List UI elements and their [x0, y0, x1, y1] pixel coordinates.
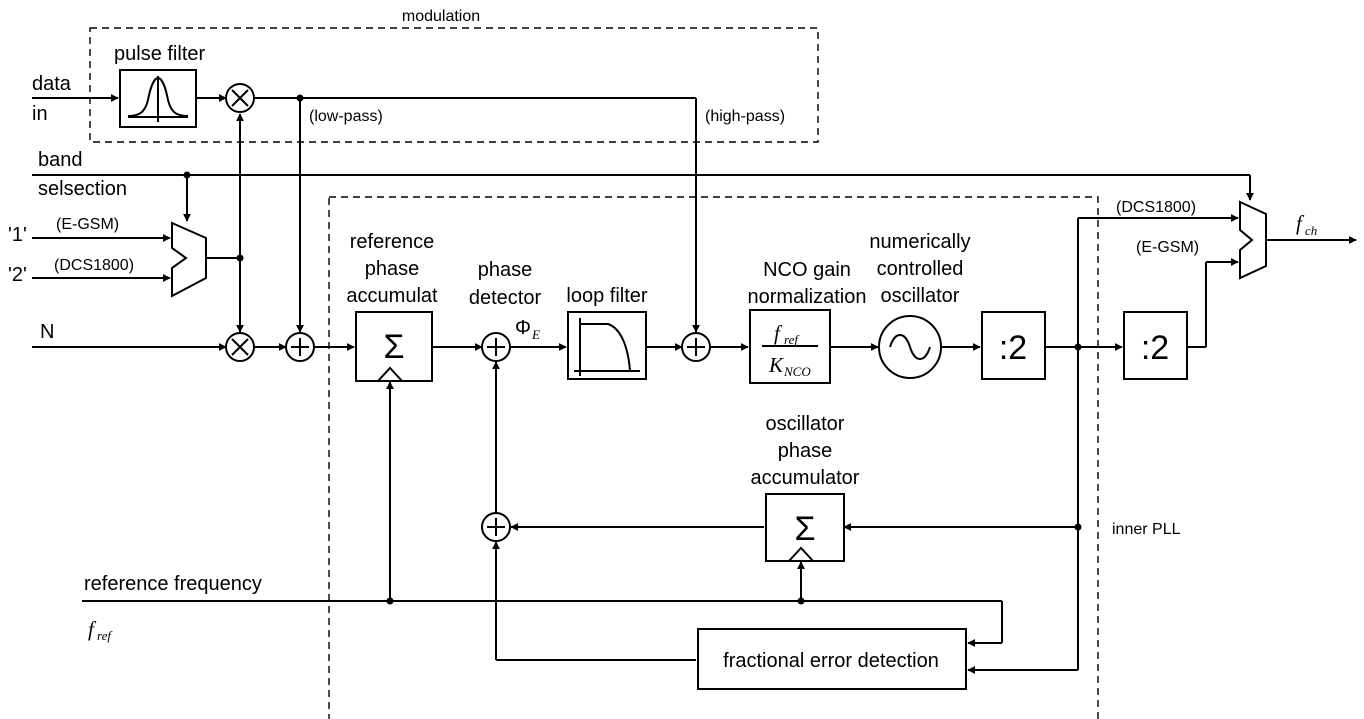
nco-gain-label: normalization: [748, 286, 867, 308]
adder-lowpass: [285, 332, 315, 362]
band-selection-label: selsection: [38, 178, 127, 200]
phi-e-subscript: E: [531, 327, 540, 342]
nco-gain-numerator: f: [774, 321, 783, 345]
reference-phase-accumulator-block: Σ: [355, 311, 433, 382]
data-label: data: [32, 73, 72, 95]
adder-feedback: [481, 512, 511, 542]
inner-pll-label: inner PLL: [1112, 521, 1181, 538]
modulation-label: modulation: [402, 8, 480, 25]
reference-phase-accumulator-label: reference: [350, 231, 435, 253]
nco-block: [878, 315, 942, 379]
output-mux: [1239, 200, 1267, 280]
sigma-symbol: Σ: [383, 328, 404, 366]
text-labels: modulation pulse filter data in (low-pas…: [8, 8, 1317, 672]
input-2-label: '2': [8, 264, 27, 286]
fractional-error-detection-label: fractional error detection: [723, 650, 939, 672]
loop-filter-block: [567, 311, 647, 380]
input-1-label: '1': [8, 224, 27, 246]
divider-block-2: [1123, 311, 1188, 380]
nco-gain-numerator-sub: ref: [784, 332, 800, 347]
oscillator-phase-accumulator-label: oscillator: [766, 413, 845, 435]
reference-frequency-label: reference frequency: [84, 573, 262, 595]
oscillator-phase-accumulator-label: accumulator: [751, 467, 860, 489]
low-pass-label: (low-pass): [309, 108, 383, 125]
band-select-mux: [171, 221, 207, 298]
in-label: in: [32, 103, 48, 125]
band-label: band: [38, 149, 83, 171]
phi-e-symbol: Φ: [515, 317, 531, 339]
nco-label: numerically: [869, 231, 970, 253]
nco-gain-denominator: K: [768, 353, 784, 377]
nco-gain-label: NCO gain: [763, 259, 851, 281]
modulation-region: [89, 27, 819, 143]
nco-label: controlled: [877, 258, 964, 280]
adder-highpass: [681, 332, 711, 362]
phase-detector-label: phase: [478, 259, 533, 281]
nco-gain-block: [749, 309, 831, 384]
fch-label: f: [1296, 211, 1305, 235]
dcs1800-output-label: (DCS1800): [1116, 199, 1196, 216]
fch-subscript: ch: [1305, 223, 1317, 238]
signal-wires: [32, 94, 1357, 674]
egsm-input-label: (E-GSM): [56, 216, 119, 233]
n-label: N: [40, 321, 54, 343]
fref-label: f: [88, 617, 97, 641]
nco-gain-denominator-sub: NCO: [783, 364, 811, 379]
gaussian-pulse-icon: [127, 76, 189, 117]
reference-phase-accumulator-label: phase: [365, 258, 420, 280]
nco-label: oscillator: [881, 285, 960, 307]
pulse-filter-block: [119, 69, 197, 128]
divider-block-1: [981, 311, 1046, 380]
junction-dots: [183, 94, 1082, 605]
divider-label-2: :2: [1141, 329, 1169, 367]
phase-detector-label: detector: [469, 287, 542, 309]
dcs1800-input-label: (DCS1800): [54, 257, 134, 274]
loop-filter-label: loop filter: [566, 285, 647, 307]
divider-label-1: :2: [999, 329, 1027, 367]
oscillator-phase-accumulator-block: Σ: [765, 493, 845, 562]
reference-phase-accumulator-label: accumulat: [346, 285, 438, 307]
oscillator-phase-accumulator-label: phase: [778, 440, 833, 462]
high-pass-label: (high-pass): [705, 108, 785, 125]
sine-wave-icon: [889, 334, 931, 360]
lowpass-response-icon: [580, 323, 631, 372]
pulse-filter-label: pulse filter: [114, 43, 205, 65]
sigma-symbol: Σ: [794, 510, 815, 548]
fractional-error-detection-block: [697, 628, 967, 690]
multiplier-modulation: [225, 83, 255, 113]
fref-subscript: ref: [97, 628, 113, 643]
multiplier-n: [225, 332, 255, 362]
adder-phase-detector: [481, 332, 511, 362]
inner-pll-region: [328, 196, 1099, 719]
egsm-output-label: (E-GSM): [1136, 239, 1199, 256]
